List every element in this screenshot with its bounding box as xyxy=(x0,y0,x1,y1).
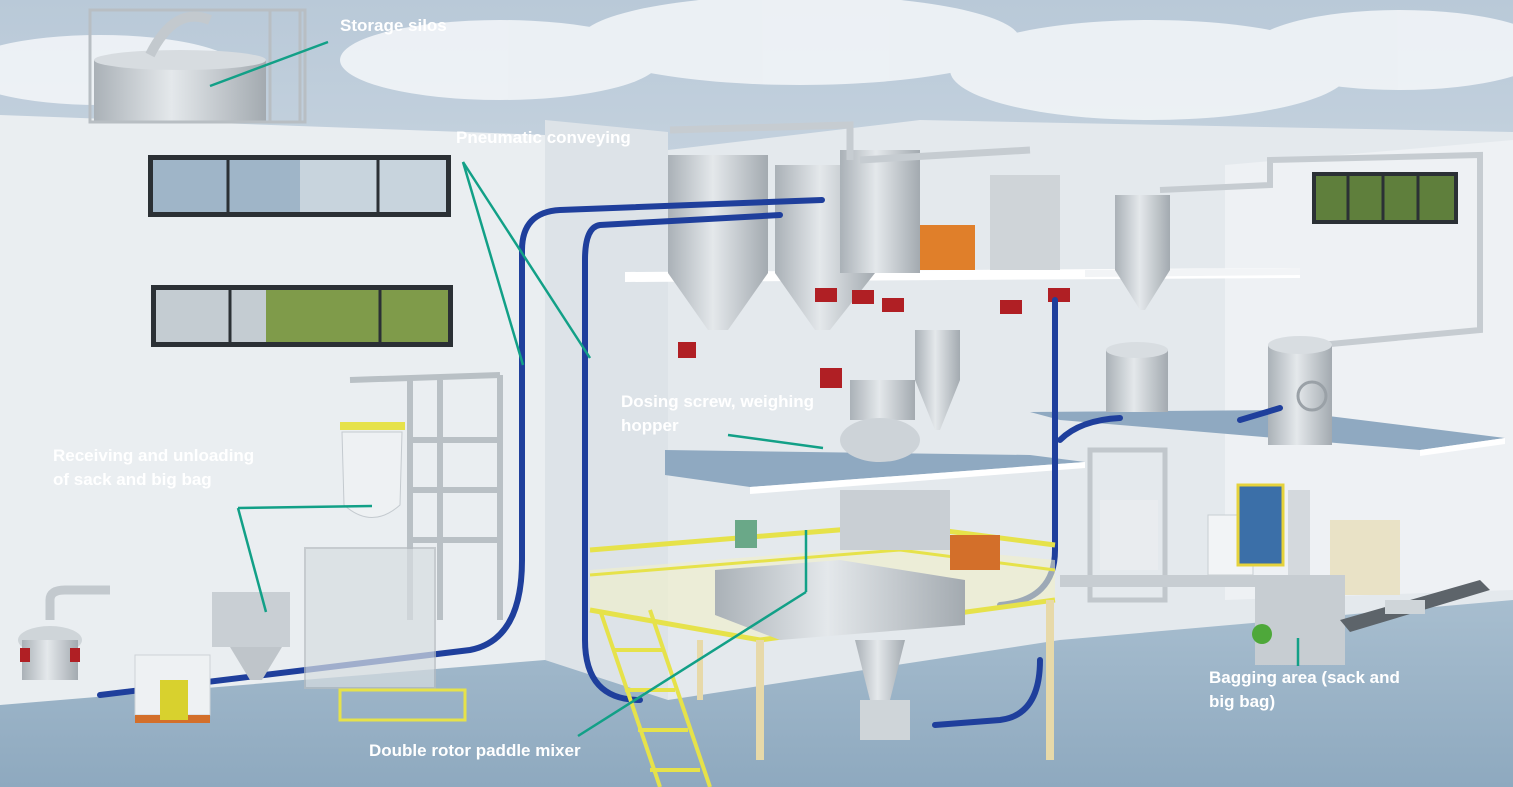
label-dosing-screw: Dosing screw, weighing hopper xyxy=(621,390,851,438)
label-receiving-line2: of sack and big bag xyxy=(53,470,212,489)
roller-conveyor xyxy=(1060,575,1260,587)
label-pneumatic-conveying-text: Pneumatic conveying xyxy=(456,128,631,147)
window-right xyxy=(1312,172,1458,224)
label-storage-silos-text: Storage silos xyxy=(340,16,447,35)
right-mid-platform xyxy=(1030,410,1505,450)
label-bagging-line1: Bagging area (sack and xyxy=(1209,668,1400,687)
sack-conveyor xyxy=(1340,580,1490,632)
window-top xyxy=(148,155,451,217)
dosing-platform xyxy=(665,450,1085,487)
label-receiving-unloading: Receiving and unloading of sack and big … xyxy=(53,444,293,492)
paddle-mixer xyxy=(715,490,965,740)
yellow-frame xyxy=(340,422,405,430)
sacks-pallet xyxy=(134,654,211,723)
dosing-platform-edge xyxy=(750,462,1085,494)
doorway xyxy=(1236,483,1285,567)
label-bagging-area: Bagging area (sack and big bag) xyxy=(1209,666,1439,714)
weighing-hopper xyxy=(840,330,960,462)
label-pneumatic-conveying: Pneumatic conveying xyxy=(456,126,631,150)
label-mixer-text: Double rotor paddle mixer xyxy=(369,741,581,760)
red-valves xyxy=(678,288,1070,388)
bagging-machine xyxy=(1252,490,1345,665)
label-bagging-line2: big bag) xyxy=(1209,692,1276,711)
mesh-cage xyxy=(304,547,436,689)
right-mid-platform-edge xyxy=(1420,438,1505,456)
leader-lines xyxy=(209,40,1300,738)
upper-vessels xyxy=(668,121,1483,348)
label-dosing-line1: Dosing screw, weighing xyxy=(621,392,815,411)
stairs xyxy=(598,609,712,787)
label-dosing-line2: hopper xyxy=(621,416,679,435)
orange-pallets xyxy=(950,535,1000,570)
left-wall-edge xyxy=(545,120,668,700)
sack-tipping-station xyxy=(212,592,290,680)
label-receiving-line1: Receiving and unloading xyxy=(53,446,255,465)
sieve-station xyxy=(18,585,110,680)
yellow-floor-mark xyxy=(338,688,467,722)
big-bag-filler xyxy=(1087,447,1168,603)
right-vessels xyxy=(1106,336,1332,445)
right-wall xyxy=(1225,140,1513,600)
storage-silo xyxy=(88,8,307,124)
label-double-rotor-mixer: Double rotor paddle mixer xyxy=(369,739,581,763)
label-storage-silos: Storage silos xyxy=(340,14,447,38)
window-bottom xyxy=(151,285,453,347)
big-bag xyxy=(341,431,403,518)
